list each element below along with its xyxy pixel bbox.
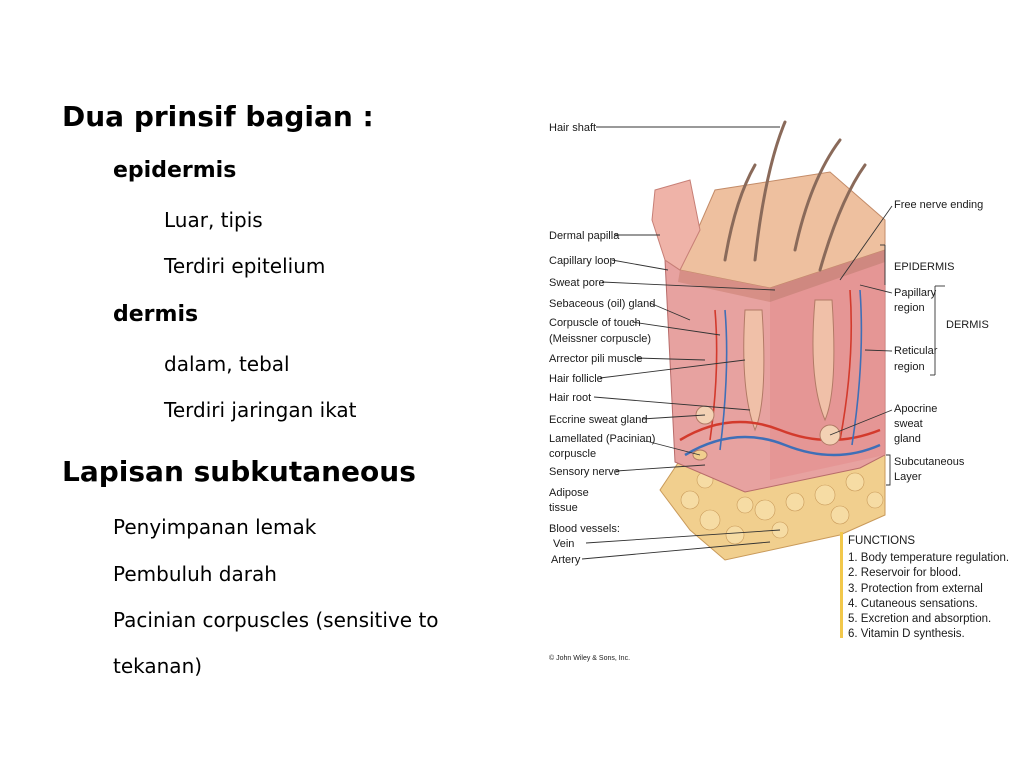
function-item-5: 5. Excretion and absorption. bbox=[848, 613, 991, 625]
left-label-leaders bbox=[581, 126, 781, 560]
label-eccrine-sweat-gland: Eccrine sweat gland bbox=[549, 414, 647, 426]
label-capillary-loop: Capillary loop bbox=[549, 255, 616, 267]
label-tissue: tissue bbox=[549, 502, 578, 514]
right-label-leaders bbox=[829, 205, 945, 436]
subcutaneous-bracket bbox=[886, 454, 891, 486]
label-reticular-region: region bbox=[894, 361, 925, 373]
functions-accent-bar bbox=[840, 532, 843, 638]
label-reticular: Reticular bbox=[894, 345, 938, 357]
label-papillary-region: region bbox=[894, 302, 925, 314]
label-apocrine-gland: gland bbox=[894, 433, 921, 445]
heading-lapisan-subkutaneous: Lapisan subkutaneous bbox=[62, 455, 416, 488]
subcut-point-2: Pembuluh darah bbox=[113, 562, 277, 586]
label-adipose: Adipose bbox=[549, 487, 589, 499]
label-epidermis: EPIDERMIS bbox=[894, 261, 955, 273]
label-corpuscle-of-touch: Corpuscle of touch bbox=[549, 317, 641, 329]
label-dermal-papilla: Dermal papilla bbox=[549, 230, 620, 242]
peeled-epidermis-corner bbox=[651, 179, 701, 271]
functions-title: FUNCTIONS bbox=[848, 535, 915, 547]
hair-follicles bbox=[743, 299, 835, 432]
label-blood-vessels: Blood vessels: bbox=[549, 523, 620, 535]
label-dermis: DERMIS bbox=[946, 319, 989, 331]
hair-shafts bbox=[723, 120, 867, 272]
label-corpuscle: corpuscle bbox=[549, 448, 596, 460]
fat-globules bbox=[680, 471, 884, 545]
label-artery: Artery bbox=[551, 554, 581, 566]
epidermis-front-band bbox=[678, 270, 770, 302]
label-subcutaneous: Subcutaneous bbox=[894, 456, 965, 468]
label-subcutaneous-layer: Layer bbox=[894, 471, 922, 483]
label-sweat-pore: Sweat pore bbox=[549, 277, 605, 289]
label-apocrine: Apocrine bbox=[894, 403, 937, 415]
label-free-nerve-ending: Free nerve ending bbox=[894, 199, 983, 211]
copyright-text: © John Wiley & Sons, Inc. bbox=[549, 654, 630, 662]
blood-vessels bbox=[679, 289, 881, 457]
label-hair-root: Hair root bbox=[549, 392, 591, 404]
label-apocrine-sweat: sweat bbox=[894, 418, 923, 430]
dermis-point-2: Terdiri jaringan ikat bbox=[164, 398, 357, 422]
epidermis-side-band bbox=[770, 250, 885, 302]
label-hair-shaft: Hair shaft bbox=[549, 122, 596, 134]
label-papillary: Papillary bbox=[894, 287, 937, 299]
heading-dua-prinsif: Dua prinsif bagian : bbox=[62, 100, 374, 133]
label-meissner-corpuscle: (Meissner corpuscle) bbox=[549, 333, 651, 345]
subheading-dermis: dermis bbox=[113, 302, 199, 327]
function-item-3: 3. Protection from external bbox=[848, 583, 983, 595]
label-lamellated-pacinian: Lamellated (Pacinian) bbox=[549, 433, 655, 445]
label-arrector-pili: Arrector pili muscle bbox=[549, 353, 643, 365]
dermis-point-1: dalam, tebal bbox=[164, 352, 290, 376]
subcut-point-1: Penyimpanan lemak bbox=[113, 515, 317, 539]
function-item-1: 1. Body temperature regulation. bbox=[848, 552, 1009, 564]
function-item-2: 2. Reservoir for blood. bbox=[848, 567, 961, 579]
subheading-epidermis: epidermis bbox=[113, 158, 237, 183]
skin-anatomy-figure: Hair shaft Dermal papilla Capillary loop… bbox=[549, 120, 1009, 662]
label-vein: Vein bbox=[553, 538, 574, 550]
label-sensory-nerve: Sensory nerve bbox=[549, 466, 620, 478]
label-sebaceous-gland: Sebaceous (oil) gland bbox=[549, 298, 655, 310]
subcut-point-4: tekanan) bbox=[113, 654, 203, 678]
function-item-6: 6. Vitamin D synthesis. bbox=[848, 628, 965, 640]
epidermis-point-2: Terdiri epitelium bbox=[164, 254, 326, 278]
subcut-point-3: Pacinian corpuscles (sensitive to bbox=[113, 608, 439, 632]
function-item-4: 4. Cutaneous sensations. bbox=[848, 598, 978, 610]
label-hair-follicle: Hair follicle bbox=[549, 373, 603, 385]
epidermis-point-1: Luar, tipis bbox=[164, 208, 263, 232]
